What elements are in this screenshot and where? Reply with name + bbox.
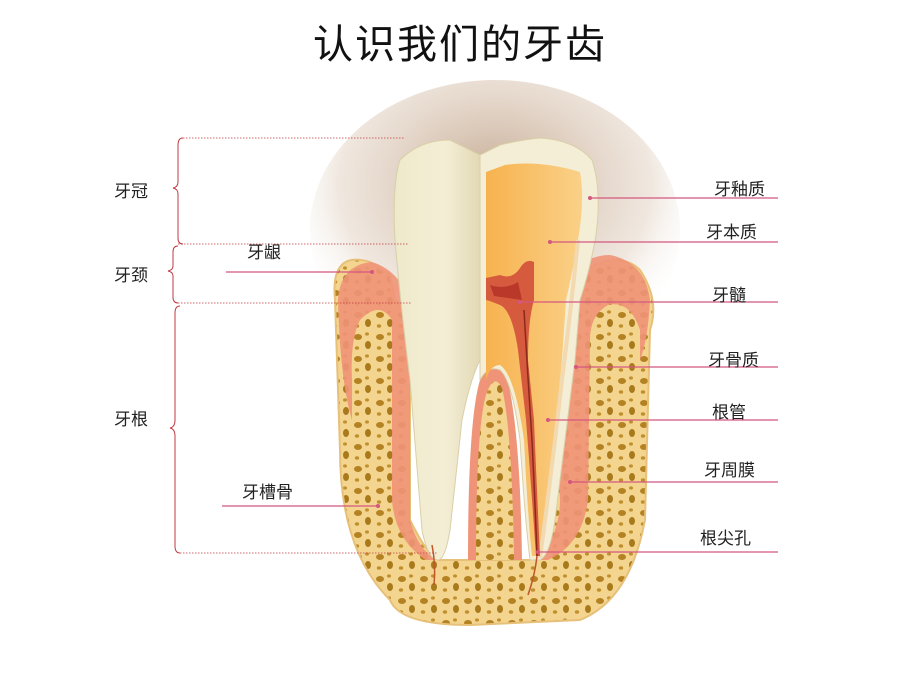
guide-lines xyxy=(178,137,438,554)
label-enamel: 牙釉质 xyxy=(714,180,765,200)
page-title: 认识我们的牙齿 xyxy=(313,22,607,68)
label-root: 牙根 xyxy=(114,410,148,430)
label-dentin: 牙本质 xyxy=(706,223,757,243)
label-crown: 牙冠 xyxy=(114,182,148,202)
label-cementum: 牙骨质 xyxy=(708,351,759,371)
dentin-shape xyxy=(486,163,583,556)
label-apical-foramen: 根尖孔 xyxy=(700,529,751,549)
root-canal-line xyxy=(523,309,538,557)
cementum-line xyxy=(538,239,580,559)
pulp-shape xyxy=(486,260,540,556)
label-gum: 牙龈 xyxy=(247,243,281,263)
label-root-canal: 根管 xyxy=(712,403,746,423)
bracket-root xyxy=(169,305,181,554)
bracket-crown xyxy=(172,137,184,245)
label-alveolar-bone: 牙槽骨 xyxy=(242,483,293,503)
label-neck: 牙颈 xyxy=(114,266,148,286)
gum-left-shape xyxy=(338,262,440,560)
label-pulp: 牙髓 xyxy=(712,286,746,306)
bracket-neck xyxy=(167,245,179,304)
label-periodontal-membrane: 牙周膜 xyxy=(704,461,755,481)
